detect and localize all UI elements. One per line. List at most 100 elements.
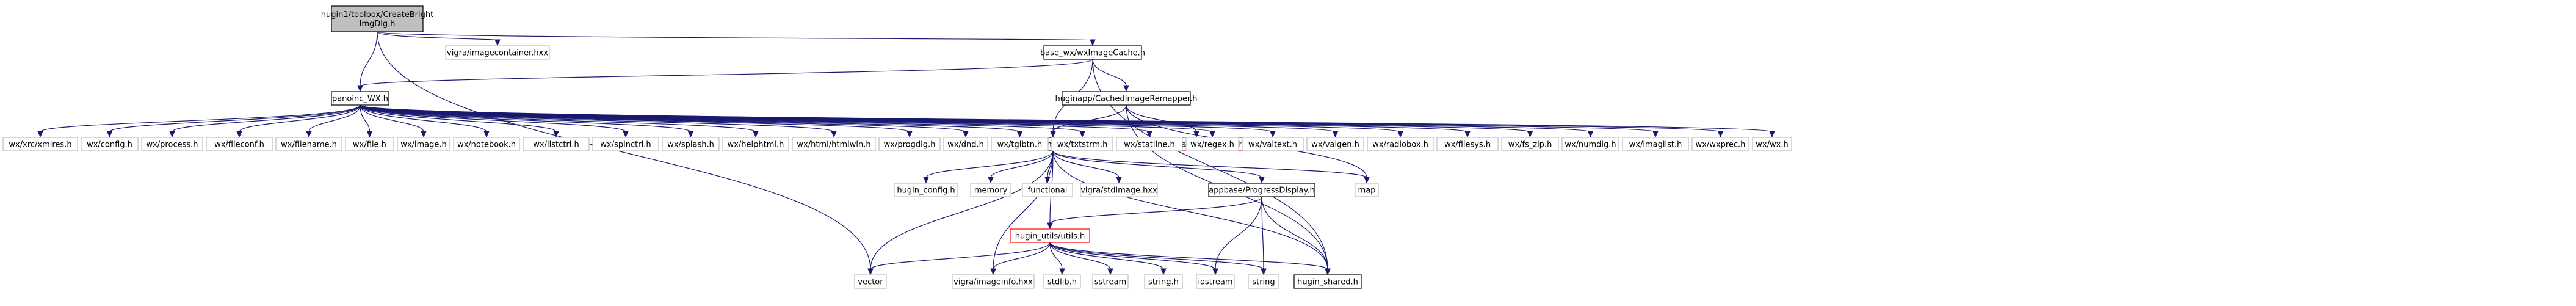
edge-line xyxy=(1126,104,1197,133)
edge-CachedImageRemapper-to-ImageCache xyxy=(1050,104,1127,138)
edge-line xyxy=(360,104,692,133)
node-label: wx/helphtml.h xyxy=(728,140,784,150)
node-wx-spinctrl: wx/spinctrl.h xyxy=(592,137,659,151)
edge-line xyxy=(360,104,487,133)
node-vigra-stdimage: vigra/stdimage.hxx xyxy=(1080,183,1158,197)
edge-arrowhead xyxy=(1464,131,1471,138)
node-label: vigra/imagecontainer.hxx xyxy=(447,49,548,58)
edge-arrowhead xyxy=(1050,131,1056,138)
edge-root-to-panoinc_WX xyxy=(357,31,378,92)
edge-panoinc_WX-to-wx_fileconf xyxy=(236,104,361,138)
edge-ImageCache-to-hugin_config xyxy=(923,150,1054,184)
node-box xyxy=(1293,274,1362,289)
edge-root-to-vigra_imagecontainer xyxy=(377,31,501,46)
node-box xyxy=(141,137,203,151)
node-label: wx/html/htmlwin.h xyxy=(797,140,870,150)
node-label: wx/listctrl.h xyxy=(533,140,579,150)
edge-line xyxy=(109,104,361,133)
node-vigra-imageinfo: vigra/imageinfo.hxx xyxy=(952,274,1035,289)
node-wx-splash: wx/splash.h xyxy=(662,137,720,151)
edge-line xyxy=(1049,242,1328,270)
edge-panoinc_WX-to-wx_wx xyxy=(360,104,1775,138)
node-label: wx/valgen.h xyxy=(1311,140,1359,150)
node-hugin-utils[interactable]: hugin_utils/utils.h xyxy=(1010,228,1090,243)
node-box xyxy=(1043,274,1081,289)
node-label: wx/txtstrm.h xyxy=(1057,140,1108,150)
edge-CachedImageRemapper-to-nona_ImageRemapper xyxy=(1126,104,1199,138)
node-box xyxy=(1622,137,1689,151)
node-label: map xyxy=(1358,186,1376,195)
edge-arrowhead xyxy=(1146,131,1152,138)
edge-arrowhead xyxy=(1016,131,1023,138)
node-label: memory xyxy=(974,186,1008,195)
edge-line xyxy=(377,31,871,270)
node-label: wx/valtext.h xyxy=(1248,140,1297,150)
node-label: vector xyxy=(858,278,883,287)
edge-ImageCache-to-memory xyxy=(988,150,1054,184)
node-wx-tglbtn: wx/tglbtn.h xyxy=(991,137,1049,151)
node-box xyxy=(1043,45,1142,60)
node-wx-helphtml: wx/helphtml.h xyxy=(722,137,789,151)
edge-arrowhead xyxy=(906,131,913,138)
node-wx-wxprec: wx/wxprec.h xyxy=(1691,137,1749,151)
node-box xyxy=(1355,183,1379,197)
node-wx-file: wx/file.h xyxy=(345,137,394,151)
node-box xyxy=(331,91,389,106)
node-progressdisplay[interactable]: appbase/ProgressDisplay.h xyxy=(1208,183,1315,197)
node-box xyxy=(991,137,1049,151)
node-box xyxy=(523,137,590,151)
node-label: hugin_utils/utils.h xyxy=(1015,232,1085,241)
edge-line xyxy=(1049,242,1111,270)
node-label: wx/process.h xyxy=(146,140,198,150)
edge-panoinc_WX-to-wx_xrc_xmlres xyxy=(37,104,361,138)
edge-panoinc_WX-to-wx_splash xyxy=(360,104,694,138)
edge-line xyxy=(1052,150,1367,178)
node-wx-numdlg: wx/numdlg.h xyxy=(1561,137,1619,151)
edge-line xyxy=(172,104,361,133)
node-wx-process: wx/process.h xyxy=(141,137,203,151)
edge-line xyxy=(1261,196,1328,270)
node-box xyxy=(1022,183,1073,197)
edge-hugin_utils-to-sstream xyxy=(1049,242,1113,275)
node-label: wx/fs_zip.h xyxy=(1508,140,1552,150)
edge-ImageCache-to-map xyxy=(1052,150,1370,184)
node-label: sstream xyxy=(1094,278,1126,287)
node-base-wx-wximagecache[interactable]: base_wx/wxImageCache.h xyxy=(1040,45,1145,60)
node-wx-progdlg: wx/progdlg.h xyxy=(878,137,941,151)
edge-hugin_utils-to-hugin_shared xyxy=(1049,242,1331,275)
edge-arrowhead xyxy=(753,131,759,138)
edge-arrowhead xyxy=(37,131,43,138)
edge-arrowhead xyxy=(1364,177,1370,184)
edge-panoinc_WX-to-wx_process xyxy=(169,104,361,138)
node-box xyxy=(1208,183,1315,197)
node-hugin-shared[interactable]: hugin_shared.h xyxy=(1293,274,1362,289)
node-box xyxy=(81,137,139,151)
edge-arrowhead xyxy=(1717,131,1724,138)
edge-line xyxy=(360,59,1093,87)
node-wx-regex: wx/regex.h xyxy=(1185,137,1239,151)
edge-panoinc_WX-to-wx_file xyxy=(360,104,373,138)
edge-arrowhead xyxy=(1332,131,1339,138)
edge-line xyxy=(360,104,371,133)
edge-line xyxy=(870,150,1054,270)
edge-line xyxy=(993,150,1054,270)
edge-arrowhead xyxy=(1397,131,1403,138)
node-panoinc-wx[interactable]: panoinc_WX.h xyxy=(331,91,389,106)
edge-arrowhead xyxy=(963,131,969,138)
edge-arrowhead xyxy=(867,268,874,275)
node-label: wx/spinctrl.h xyxy=(600,140,651,150)
node-wx-listctrl: wx/listctrl.h xyxy=(523,137,590,151)
node-string: string xyxy=(1248,274,1279,289)
node-cachedimageremapper[interactable]: huginapp/CachedImageRemapper.h xyxy=(1055,91,1198,106)
edge-ProgressDisplay-to-string xyxy=(1261,196,1267,275)
edge-line xyxy=(1052,150,1262,178)
node-label: wx/wx.h xyxy=(1756,140,1788,150)
edge-line xyxy=(1049,242,1264,270)
edge-root-to-base_wx_wxImageCache xyxy=(377,31,1096,46)
node-wx-txtstrm: wx/txtstrm.h xyxy=(1051,137,1113,151)
edge-line xyxy=(308,104,361,133)
edge-line xyxy=(360,31,378,87)
edge-arrowhead xyxy=(687,131,694,138)
node-wx-fs-zip: wx/fs_zip.h xyxy=(1501,137,1559,151)
